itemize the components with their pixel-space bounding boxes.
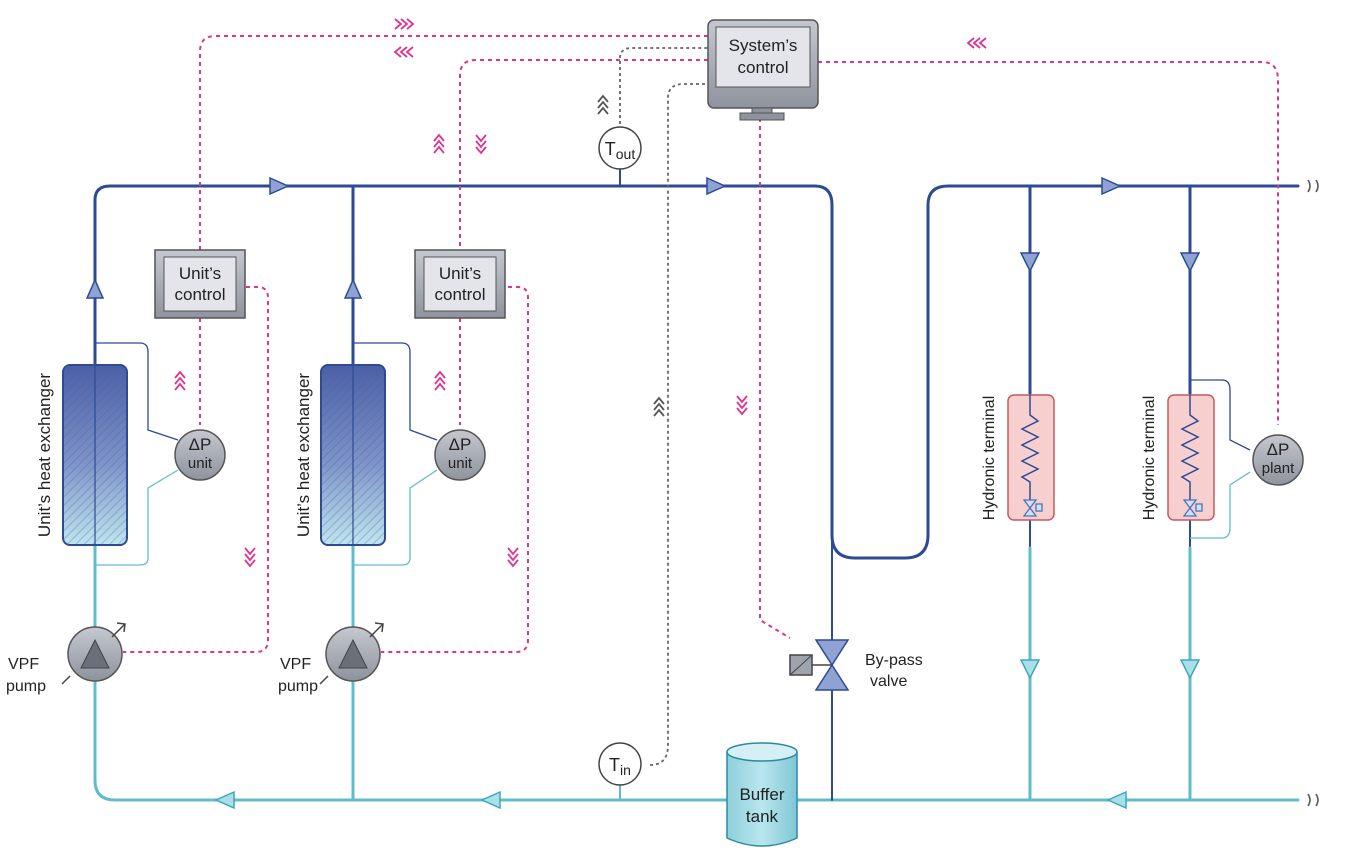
dp-unit-1-sub: unit [188,455,213,472]
variable-speed-arrow-icon [111,623,126,638]
dp-sensor-plant: ΔP plant [1252,434,1304,486]
flow-arrow-down-icon [1019,252,1041,273]
flow-arrow-down-icon [1179,659,1201,680]
variable-speed-arrow-icon [369,623,384,638]
signal-system-to-bypass [759,118,791,639]
flow-arrow-left-icon [1106,790,1127,810]
pump-1-line2: pump [6,678,46,695]
system-control: System’s control [707,19,819,121]
supply-pipes [93,184,1300,560]
terminal-valve-icon [1182,499,1203,517]
chevron-up-icon [174,370,186,391]
flow-arrow-left-icon [214,790,235,810]
control-signals [123,35,1279,653]
flow-arrow-down-icon [1179,252,1201,273]
pump-icon [338,638,368,669]
dp-impulse-lines [95,342,1251,566]
unit-control-2: Unit’s control [414,249,506,319]
vpf-pump-1: VPF pump [6,622,126,695]
heat-exchanger-1-label: Unit’s heat exchanger [35,373,54,537]
temperature-signals [619,47,708,766]
signal-chevrons [174,18,987,568]
chevron-left-icon [966,37,987,49]
return-main-pipe [93,678,732,802]
dp-sensor-unit-1: ΔP unit [174,429,226,481]
terminal-valve-icon [1022,499,1043,517]
pump-2-line2: pump [278,678,318,695]
unit-control-1: Unit’s control [154,249,246,319]
bypass-valve: By-pass valve [789,639,923,691]
unit-control-2-line2: control [434,285,485,304]
flow-arrow-up-icon [343,278,363,299]
chevron-down-icon [507,547,519,568]
chevron-right-icon [394,18,415,30]
hydronic-terminal-2-label: Hydronic terminal [1141,396,1158,520]
return-pipes [93,538,1300,802]
pipe-break-marks [1307,179,1319,807]
dp-unit-2-sub: unit [448,455,473,472]
pump-1-line1: VPF [8,656,39,673]
signal-system-to-dp-plant [818,61,1279,425]
flow-arrow-right-icon [706,176,727,196]
chevron-up-icon [434,370,446,391]
dp-unit-1-symbol: ΔP [189,435,212,454]
buffer-tank-line2: tank [746,807,779,826]
flow-arrow-up-icon [85,278,105,299]
signal-tin [649,83,708,766]
heat-exchanger-2-label: Unit’s heat exchanger [294,373,313,537]
chevron-up-icon [597,94,609,115]
dp-plant-sub: plant [1262,460,1295,477]
system-control-line1: System’s [729,36,798,55]
flow-arrow-left-icon [480,790,501,810]
unit-control-1-line1: Unit’s [179,264,221,283]
valve-icon [814,663,850,691]
dp-sensor-unit-2: ΔP unit [434,429,486,481]
t-in-label: Tin [609,755,631,778]
buffer-tank: Buffer tank [726,742,798,847]
chevron-down-icon [736,395,748,416]
valve-icon [814,639,850,667]
dp-unit-2-symbol: ΔP [449,435,472,454]
unit-control-2-line1: Unit’s [439,264,481,283]
chevron-down-icon [475,134,487,155]
bypass-valve-line2: valve [870,673,907,690]
signal-tout [619,47,708,130]
flow-arrow-down-icon [1019,659,1041,680]
chevron-down-icon [244,547,256,568]
chevron-up-icon [433,133,445,154]
vpf-pump-2: VPF pump [278,622,384,695]
chevron-up-icon [653,396,665,417]
temperature-sensor-in: Tin [598,742,642,800]
t-out-label: Tout [605,139,636,162]
chevron-left-icon [393,46,414,58]
signal-unit-1-pump [123,286,269,653]
buffer-tank-line1: Buffer [739,785,784,804]
bypass-valve-line1: By-pass [865,652,923,669]
hydronic-terminal-1: Hydronic terminal [981,394,1055,521]
flow-arrows [85,176,1201,810]
hydronic-terminal-2: Hydronic terminal [1141,394,1215,521]
heat-exchanger-1: Unit’s heat exchanger [35,335,128,546]
system-control-line2: control [737,58,788,77]
unit-control-1-line2: control [174,285,225,304]
hydronic-terminal-1-label: Hydronic terminal [981,396,998,520]
signal-system-to-unit-1 [199,35,708,250]
supply-main-pipe [93,184,1300,560]
signal-system-to-unit-2 [459,59,708,250]
pump-icon [80,638,110,669]
dp-plant-symbol: ΔP [1267,440,1290,459]
heat-exchanger-2: Unit’s heat exchanger [294,335,386,546]
flow-arrow-right-icon [1101,176,1122,196]
temperature-sensor-out: Tout [598,126,642,186]
pump-2-line1: VPF [280,656,311,673]
flow-arrow-right-icon [269,176,290,196]
